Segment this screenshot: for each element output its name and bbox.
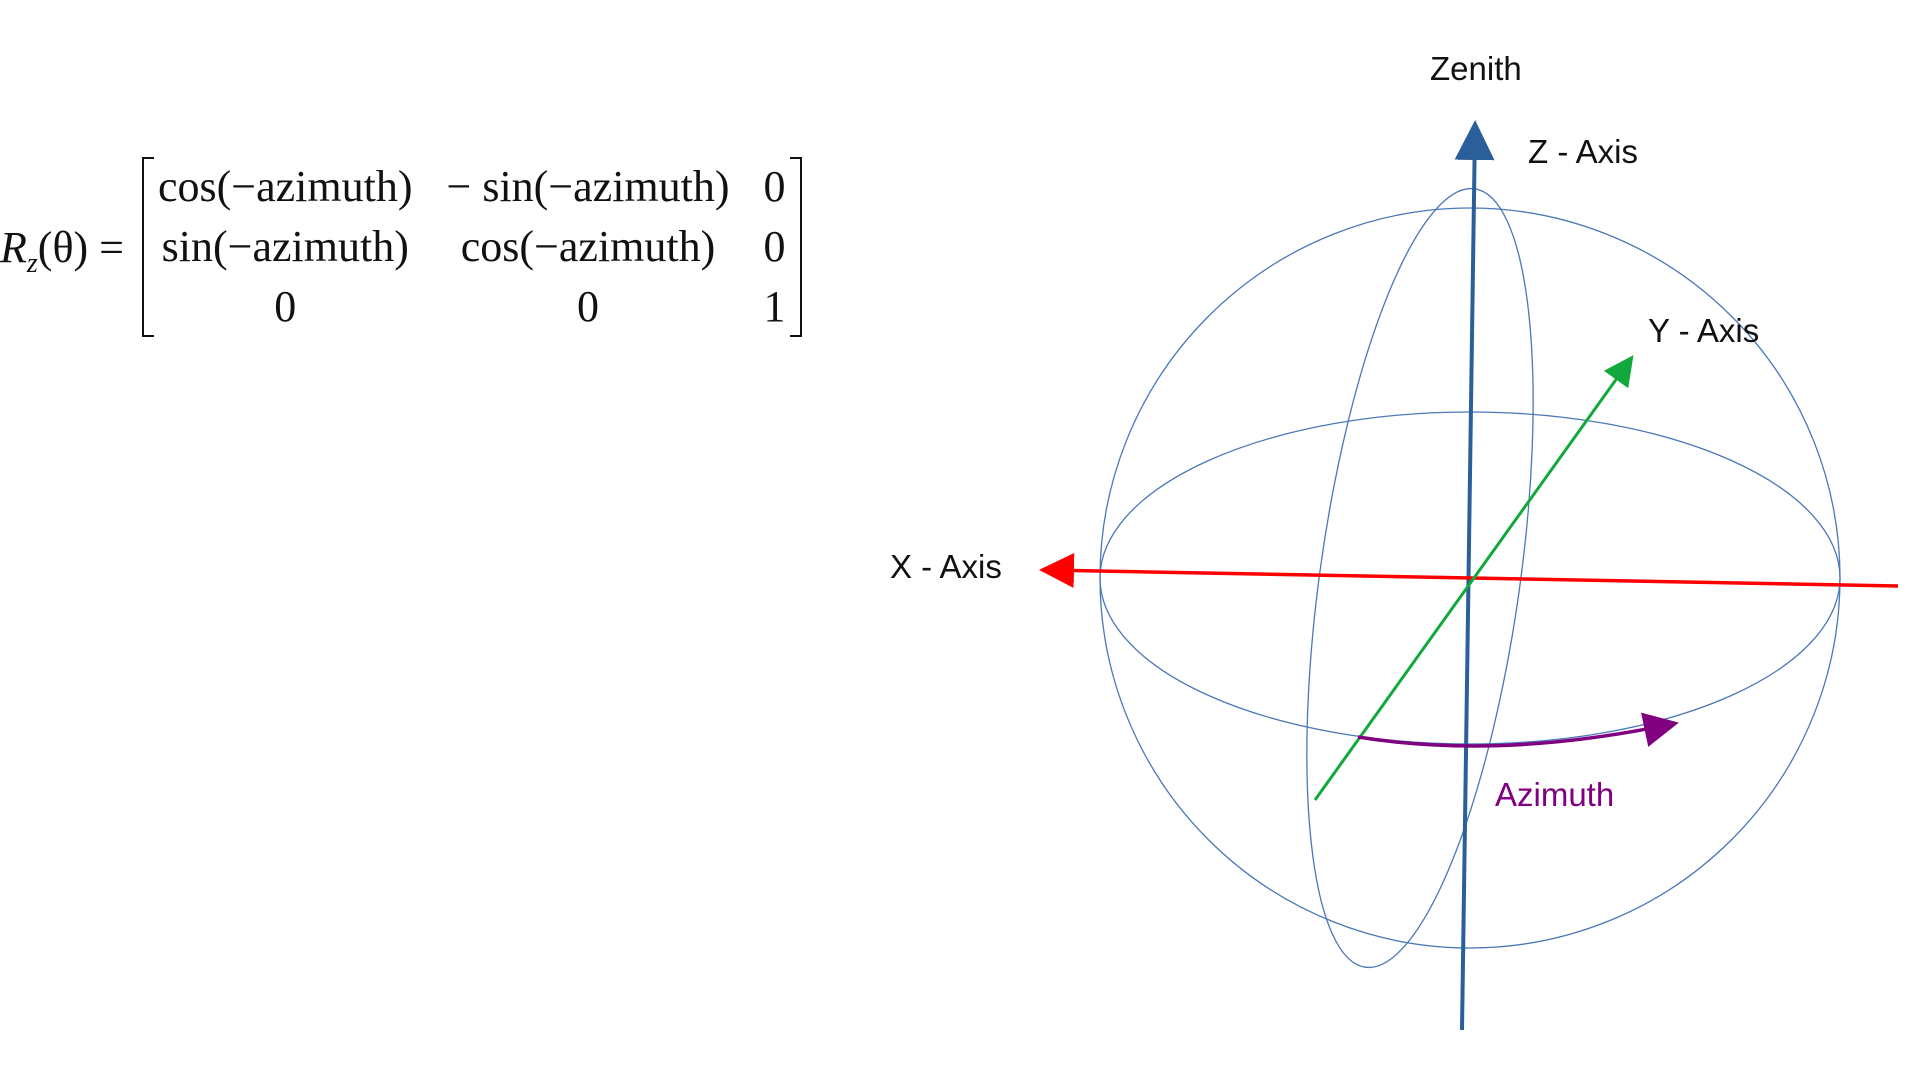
- matrix-cell-1-2: − sin(−azimuth): [446, 162, 730, 211]
- matrix-cell-3-2: 0: [577, 282, 600, 331]
- rotation-argument: (θ) =: [37, 222, 124, 272]
- rotation-symbol: R: [0, 222, 27, 272]
- zenith-label: Zenith: [1430, 50, 1522, 87]
- matrix-cell-3-3: 1: [763, 282, 786, 331]
- equation-lhs: Rz(θ) =: [0, 222, 142, 279]
- azimuth-label: Azimuth: [1495, 776, 1614, 813]
- rotation-matrix: cos(−azimuth) − sin(−azimuth) 0 sin(−azi…: [154, 157, 790, 337]
- x-axis-line: [1039, 553, 1899, 589]
- matrix-cell-1-3: 0: [763, 162, 786, 211]
- x-axis-label: X - Axis: [890, 548, 1002, 585]
- rotation-subscript: z: [26, 247, 38, 279]
- z-axis-label: Z - Axis: [1528, 133, 1638, 170]
- matrix-cell-2-3: 0: [763, 222, 786, 271]
- matrix-cell-3-1: 0: [274, 282, 297, 331]
- matrix-left-bracket: [142, 157, 154, 337]
- azimuth-arc: [1357, 712, 1679, 748]
- y-axis-label: Y - Axis: [1648, 312, 1759, 349]
- rotation-matrix-equation: Rz(θ) = cos(−azimuth) − sin(−azimuth) 0 …: [0, 152, 802, 342]
- matrix-cell-1-1: cos(−azimuth): [158, 162, 413, 211]
- y-axis-line: [1313, 355, 1634, 801]
- matrix-cell-2-1: sin(−azimuth): [161, 222, 409, 271]
- matrix-right-bracket: [789, 157, 802, 337]
- matrix-cell-2-2: cos(−azimuth): [460, 222, 716, 271]
